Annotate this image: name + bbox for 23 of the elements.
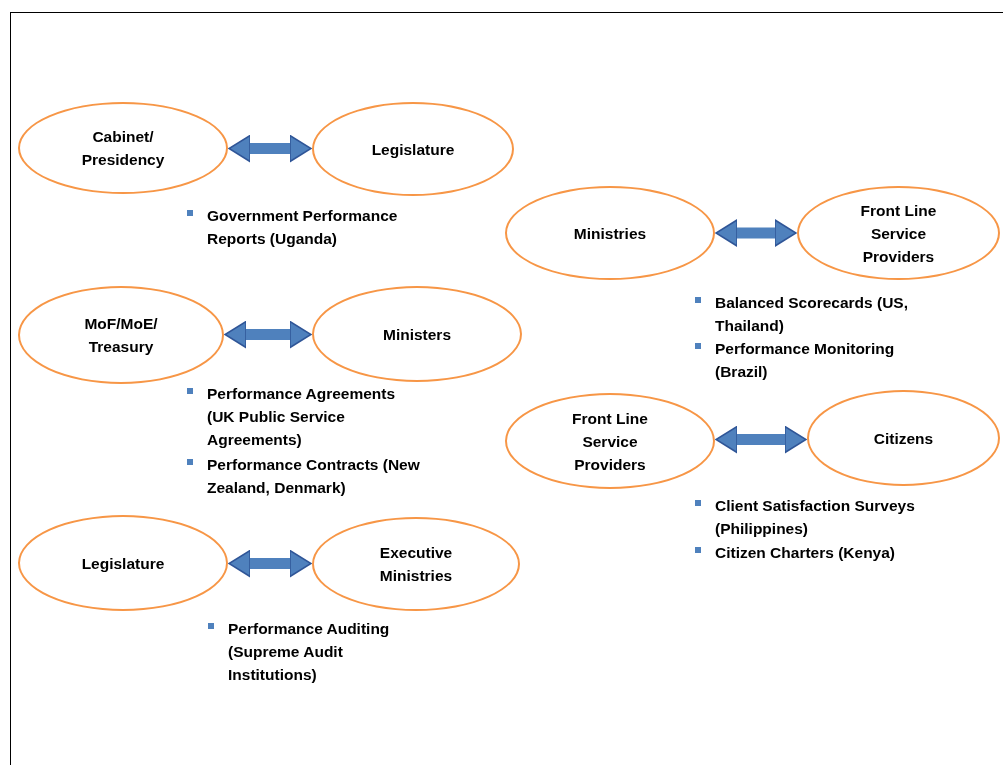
double-arrow — [224, 320, 312, 349]
bullet-text: Performance Auditing (Supreme Audit Institutions) — [228, 619, 391, 685]
node-label: Legislature — [81, 553, 165, 574]
bullet-text: Government Performance Reports (Uganda) — [207, 206, 399, 249]
double-arrow — [228, 134, 312, 163]
double-arrow — [715, 219, 797, 247]
bullet-text: Performance Monitoring (Brazil) — [715, 339, 896, 382]
bullet-text: Citizen Charters (Kenya) — [715, 543, 896, 563]
node-label: Citizens — [873, 428, 934, 449]
bullet-text: Client Satisfaction Surveys (Philippines) — [715, 496, 916, 539]
bullet-text: Performance Contracts (New Zealand, Denmark) — [207, 455, 421, 498]
node-label: Ministers — [382, 324, 452, 345]
node-label: Front Line Service Providers — [859, 200, 938, 267]
node-label: Ministries — [573, 223, 647, 244]
node-label: Cabinet/ Presidency — [80, 127, 166, 170]
node-label: Front Line Service Providers — [571, 408, 649, 475]
double-arrow — [228, 549, 312, 578]
node-label: Executive Ministries — [378, 543, 454, 586]
node-label: MoF/MoE/ Treasury — [83, 314, 159, 357]
double-arrow — [715, 425, 807, 454]
node-label: Legislature — [371, 139, 455, 160]
bullet-text: Performance Agreements (UK Public Service Agreements) — [207, 384, 397, 450]
bullet-text: Balanced Scorecards (US, Thailand) — [715, 293, 909, 336]
